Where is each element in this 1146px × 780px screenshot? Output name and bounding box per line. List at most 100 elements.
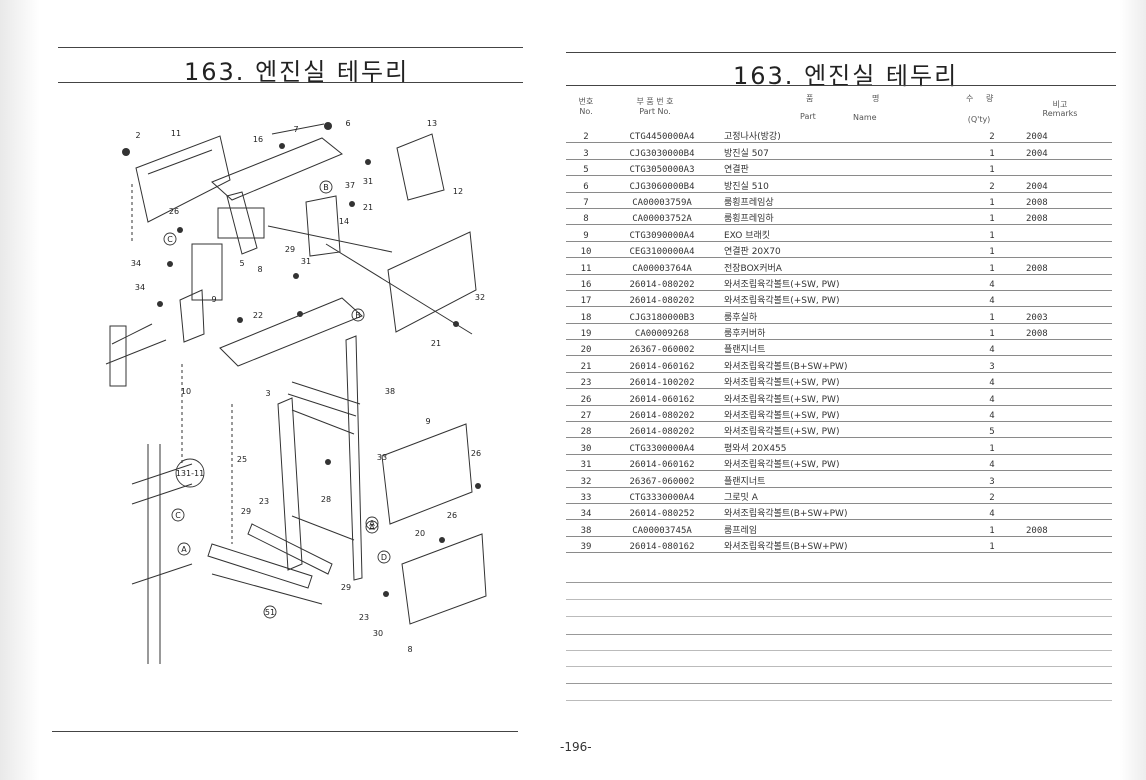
callout-label: C (167, 235, 173, 244)
header-qty-ko-2: 량 (986, 94, 994, 103)
remarks-cell (1022, 536, 1112, 554)
part-no-cell: 38 (566, 519, 606, 537)
remarks-cell (1022, 470, 1112, 488)
quantity-cell: 1 (962, 142, 1022, 160)
part-name-cell: 와셔조립육각볼트(B+SW+PW) (718, 536, 962, 554)
quantity-cell: 1 (962, 536, 1022, 554)
callout-label: 34 (135, 283, 145, 292)
part-no-cell: 23 (566, 372, 606, 390)
part-name-cell: 와셔조립육각볼트(+SW, PW) (718, 388, 962, 406)
callout-label: 6 (345, 119, 350, 128)
part-number-cell: CA00003759A (606, 192, 718, 209)
part-name-cell: 와셔조립육각볼트(+SW, PW) (718, 405, 962, 423)
part-no-cell: 32 (566, 470, 606, 488)
quantity-cell: 1 (962, 159, 1022, 177)
callout-circle (175, 458, 205, 488)
title-rule-bottom (566, 85, 1116, 86)
quantity-cell: 1 (962, 323, 1022, 341)
callout-circle (365, 520, 379, 534)
remarks-cell (1022, 503, 1112, 521)
part-name-cell: 평와셔 20X455 (718, 437, 962, 455)
quantity-cell: 1 (962, 241, 1022, 259)
part-no-cell: 2 (566, 127, 606, 144)
part-number-cell: 26014-100202 (606, 372, 718, 390)
remarks-cell: 2004 (1022, 175, 1112, 193)
header-qty-ko-1: 수 (966, 94, 974, 103)
callout-label: 51 (265, 608, 275, 617)
part-number-cell: CA00003752A (606, 208, 718, 226)
title-rule-top (566, 52, 1116, 53)
part-number-cell: CA00003764A (606, 257, 718, 275)
callout-label: 29 (241, 507, 251, 516)
callout-label: 3 (265, 389, 270, 398)
callout-label: 10 (181, 387, 191, 396)
quantity-cell: 4 (962, 339, 1022, 357)
quantity-cell: 1 (962, 519, 1022, 537)
remarks-cell (1022, 355, 1112, 373)
callout-label: 37 (345, 181, 355, 190)
title-rule-bottom (58, 82, 523, 83)
header-part-en: Part (800, 112, 816, 121)
header-name-ko-2: 명 (872, 94, 880, 103)
remarks-cell (1022, 339, 1112, 357)
callout-circle (377, 550, 391, 564)
part-no-cell: 9 (566, 224, 606, 242)
part-number-cell: 26367-060002 (606, 470, 718, 488)
part-no-cell: 39 (566, 536, 606, 554)
quantity-cell: 3 (962, 470, 1022, 488)
part-number-cell: CA00009268 (606, 323, 718, 341)
callout-circle (365, 516, 379, 530)
remarks-cell (1022, 274, 1112, 291)
quantity-cell: 4 (962, 503, 1022, 521)
callout-circle (263, 605, 277, 619)
part-no-cell: 21 (566, 355, 606, 373)
remarks-cell: 2004 (1022, 142, 1112, 160)
quantity-cell: 3 (962, 355, 1022, 373)
part-number-cell: CEG3100000A4 (606, 241, 718, 259)
remarks-cell (1022, 290, 1112, 308)
callout-label: 9 (425, 417, 430, 426)
quantity-cell: 2 (962, 127, 1022, 144)
quantity-cell: 4 (962, 405, 1022, 423)
part-name-cell: 룸프레임 (718, 519, 962, 537)
part-name-cell: 방진실 507 (718, 142, 962, 160)
part-name-cell: 룸횡프레임상 (718, 192, 962, 209)
page-edge-shadow (1120, 0, 1146, 780)
callout-label: 28 (321, 495, 331, 504)
part-name-cell: 룸후커버하 (718, 323, 962, 341)
part-no-cell: 26 (566, 388, 606, 406)
left-page-bottom-rule (52, 731, 518, 732)
part-no-cell: 10 (566, 241, 606, 259)
callout-label: 26 (471, 449, 481, 458)
part-number-cell: CJG3030000B4 (606, 142, 718, 160)
quantity-cell: 2 (962, 175, 1022, 193)
page-number: -196- (560, 740, 592, 754)
callout-label: 11 (171, 129, 181, 138)
part-no-cell: 31 (566, 454, 606, 472)
remarks-cell (1022, 159, 1112, 177)
header-name-en: Name (853, 113, 877, 122)
part-number-cell: CA00003745A (606, 519, 718, 537)
remarks-cell: 2008 (1022, 519, 1112, 537)
part-name-cell: 와셔조립육각볼트(+SW, PW) (718, 421, 962, 439)
callout-label: 20 (415, 529, 425, 538)
callout-label: 32 (475, 293, 485, 302)
part-no-cell: 6 (566, 175, 606, 193)
remarks-cell: 2008 (1022, 323, 1112, 341)
callout-label: 31 (363, 177, 373, 186)
part-name-cell: 와셔조립육각볼트(+SW, PW) (718, 274, 962, 291)
part-number-cell: 26014-080162 (606, 536, 718, 554)
part-no-cell: 8 (566, 208, 606, 226)
